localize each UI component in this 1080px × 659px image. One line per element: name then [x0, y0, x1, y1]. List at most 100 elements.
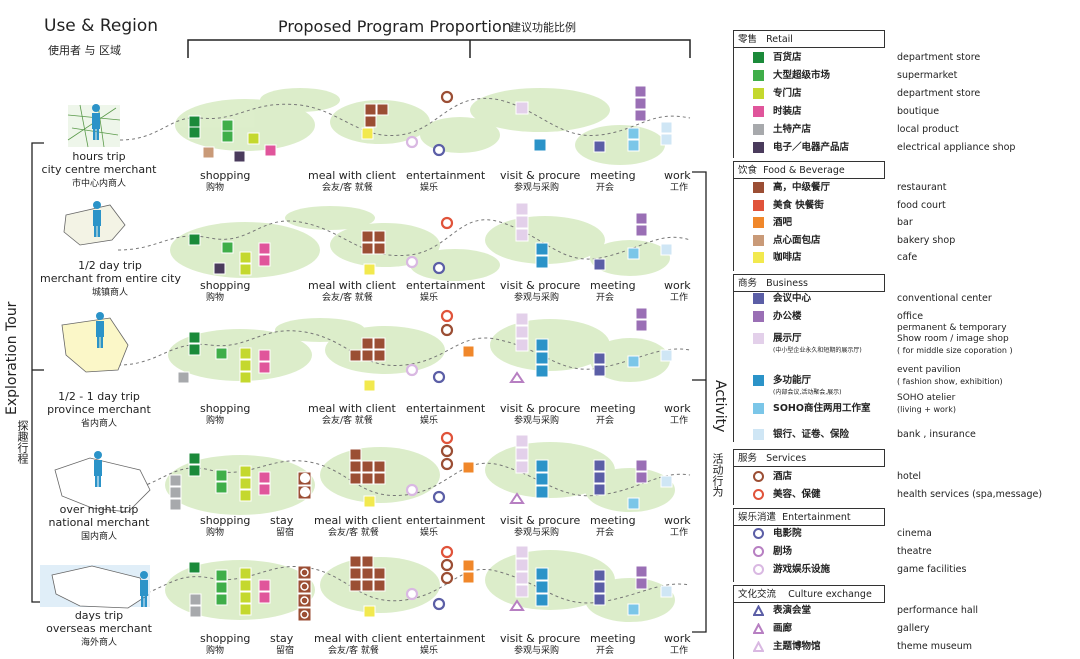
legend-item-en: supermarket — [897, 70, 958, 81]
legend-item-zh: 百货店 — [773, 52, 802, 63]
legend-item-zh: 游戏娱乐设施 — [773, 564, 831, 575]
legend-item-zh: 高，中级餐厅 — [773, 182, 831, 193]
activity-name: meeting — [590, 402, 636, 415]
legend-item-zh: 咖啡店 — [773, 252, 802, 263]
legend-item-en: bank , insurance — [897, 429, 976, 440]
color-swatch — [753, 52, 764, 63]
trip-duration: over night trip — [59, 503, 139, 516]
person-icon-5 — [140, 571, 148, 607]
activity-name: work — [664, 402, 691, 415]
legend-item-zh-sub: (内部会议,活动聚会,展示) — [773, 389, 842, 396]
person-icon-1 — [92, 104, 100, 140]
activity-name: shopping — [200, 402, 251, 415]
color-swatch — [753, 70, 764, 81]
activity-name: shopping — [200, 514, 251, 527]
legend-item-zh: 时装店 — [773, 106, 802, 117]
activity-name-zh: 参观与采购 — [514, 293, 560, 303]
program-diagram — [31, 39, 707, 633]
legend-retail-header: 零售 Retail — [733, 30, 885, 48]
triangle-swatch-icon — [752, 622, 765, 634]
user-type: city centre merchant — [41, 163, 157, 176]
legend-item-en: theatre — [897, 546, 932, 557]
activity-name-zh: 娱乐 — [420, 528, 439, 538]
activity-name-zh: 参观与采购 — [514, 183, 560, 193]
activity-name: meeting — [590, 514, 636, 527]
activity-name-zh: 娱乐 — [420, 183, 439, 193]
color-swatch — [753, 217, 764, 228]
activity-name: work — [664, 632, 691, 645]
triangle-swatch-icon — [752, 604, 765, 616]
row-label-1: hours trip city centre merchant 市中心内商人 — [40, 150, 158, 189]
triangle-markers — [509, 371, 525, 611]
user-type: overseas merchant — [46, 622, 152, 635]
activity-name-zh: 工作 — [670, 646, 689, 656]
legend-item-en: food court — [897, 199, 946, 211]
activity-name-zh: 购物 — [206, 646, 225, 656]
user-type: merchant from entire city — [40, 272, 181, 285]
activity-name-zh: 工作 — [670, 528, 689, 538]
user-type-zh: 省内商人 — [80, 419, 117, 429]
legend-item-zh: 表演会堂 — [773, 605, 812, 616]
activity-name-zh: 参观与采购 — [514, 646, 560, 656]
legend-food-header: 饮食 Food & Beverage — [733, 161, 885, 179]
ring-swatch-icon — [753, 528, 764, 539]
person-icon-3 — [96, 312, 104, 348]
activity-name: entertainment — [406, 514, 486, 527]
map-thumbnails — [40, 104, 151, 609]
legend-item-zh: 土特产店 — [773, 124, 812, 135]
color-swatch — [753, 333, 764, 344]
color-swatch — [753, 124, 764, 135]
legend-item-en: department store — [897, 52, 981, 63]
legend-culture-header: 文化交流 Culture exchange — [733, 585, 885, 603]
activity-name: meal with client — [314, 632, 402, 645]
activity-name: visit & procure — [500, 514, 581, 527]
legend-item-en: boutique — [897, 106, 940, 117]
activity-name: meal with client — [308, 402, 396, 415]
row-label-2: 1/2 day trip merchant from entire city 城… — [40, 259, 181, 298]
activity-name-zh: 参观与采购 — [514, 416, 560, 426]
activity-name-zh: 会友/客 就餐 — [328, 646, 379, 656]
activity-name: work — [664, 514, 691, 527]
legend-item-en: conventional center — [897, 293, 992, 304]
legend-item-zh: 美容、保健 — [773, 489, 821, 500]
person-icon-2 — [93, 201, 101, 237]
legend-item-en: local product — [897, 124, 959, 135]
exploration-tour-label-zh: 探趣行程 — [16, 420, 29, 464]
activity-name: visit & procure — [500, 402, 581, 415]
legend-item-en: cinema — [897, 528, 932, 539]
stay-hotel-rings — [300, 474, 309, 619]
exploration-tour-label: Exploration Tour — [4, 301, 20, 415]
row-label-4: over night trip national merchant 国内商人 — [40, 503, 158, 542]
legend-item-en: hotel — [897, 471, 922, 482]
legend-services-header: 服务 Services — [733, 449, 885, 467]
use-region-title-zh: 使用者 与 区域 — [48, 44, 121, 57]
activity-bracket — [692, 171, 707, 633]
legend-item-zh: 电子／电器产品店 — [773, 142, 850, 153]
color-swatch — [753, 403, 764, 414]
row-label-3: 1/2 - 1 day trip province merchant 省内商人 — [40, 390, 158, 429]
color-swatch — [753, 199, 764, 211]
activity-name-zh: 购物 — [206, 183, 225, 193]
map-province — [61, 317, 129, 373]
activity-label: Activity — [712, 380, 728, 433]
legend-item-zh: 大型超级市场 — [773, 70, 831, 81]
legend-item-en: bakery shop — [897, 234, 956, 246]
activity-name: work — [664, 279, 691, 292]
user-type-zh: 城镇商人 — [91, 288, 128, 298]
user-type: national merchant — [48, 516, 150, 529]
legend-item-en: office — [897, 311, 924, 322]
